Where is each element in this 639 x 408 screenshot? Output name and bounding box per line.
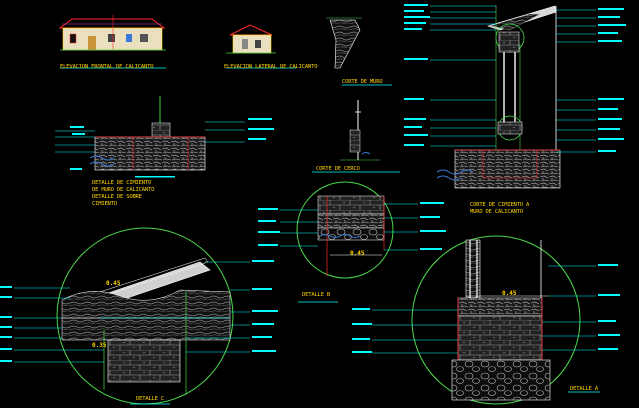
- title-foundation-3: DETALLE DE SOBRE: [92, 194, 142, 200]
- detail-b: [258, 181, 446, 303]
- lateral-elevation: [226, 24, 296, 69]
- title-wall-section-1: CORTE DE MURO: [342, 79, 383, 85]
- title-detail-b: DETALLE B: [302, 292, 331, 298]
- title-foundation-2: DE MURO DE CALICANTO: [92, 187, 155, 193]
- cornice-section: [326, 17, 392, 86]
- dimension-height: 0.35: [92, 342, 107, 349]
- wall-section-right: [404, 4, 626, 189]
- title-section-a-2: MURO DE CALICANTO: [470, 209, 523, 215]
- title-detail-c: DETALLE C: [136, 396, 165, 402]
- dimension-right: 0.45: [502, 290, 517, 297]
- front-elevation: [58, 15, 166, 69]
- title-foundation-4: CIMIENTO: [92, 201, 117, 207]
- detail-a: [352, 235, 620, 405]
- foundation-detail: [55, 96, 274, 178]
- title-lateral-elevation: ELEVACION LATERAL DE CALICANTO: [224, 64, 318, 70]
- detail-c: [0, 227, 278, 405]
- fence-section: [312, 100, 400, 173]
- title-foundation-1: DETALLE DE CIMIENTO: [92, 180, 152, 186]
- dimension-slope: 0.45: [106, 280, 121, 287]
- dimension-center: 0.45: [350, 250, 365, 257]
- title-fence-section: CORTE DE CERCO: [316, 166, 360, 172]
- title-detail-a: DETALLE A: [570, 386, 599, 392]
- title-section-a-1: CORTE DE CIMIENTO A: [470, 202, 530, 208]
- title-front-elevation: ELEVACION FRONTAL DE CALICANTO: [60, 64, 154, 70]
